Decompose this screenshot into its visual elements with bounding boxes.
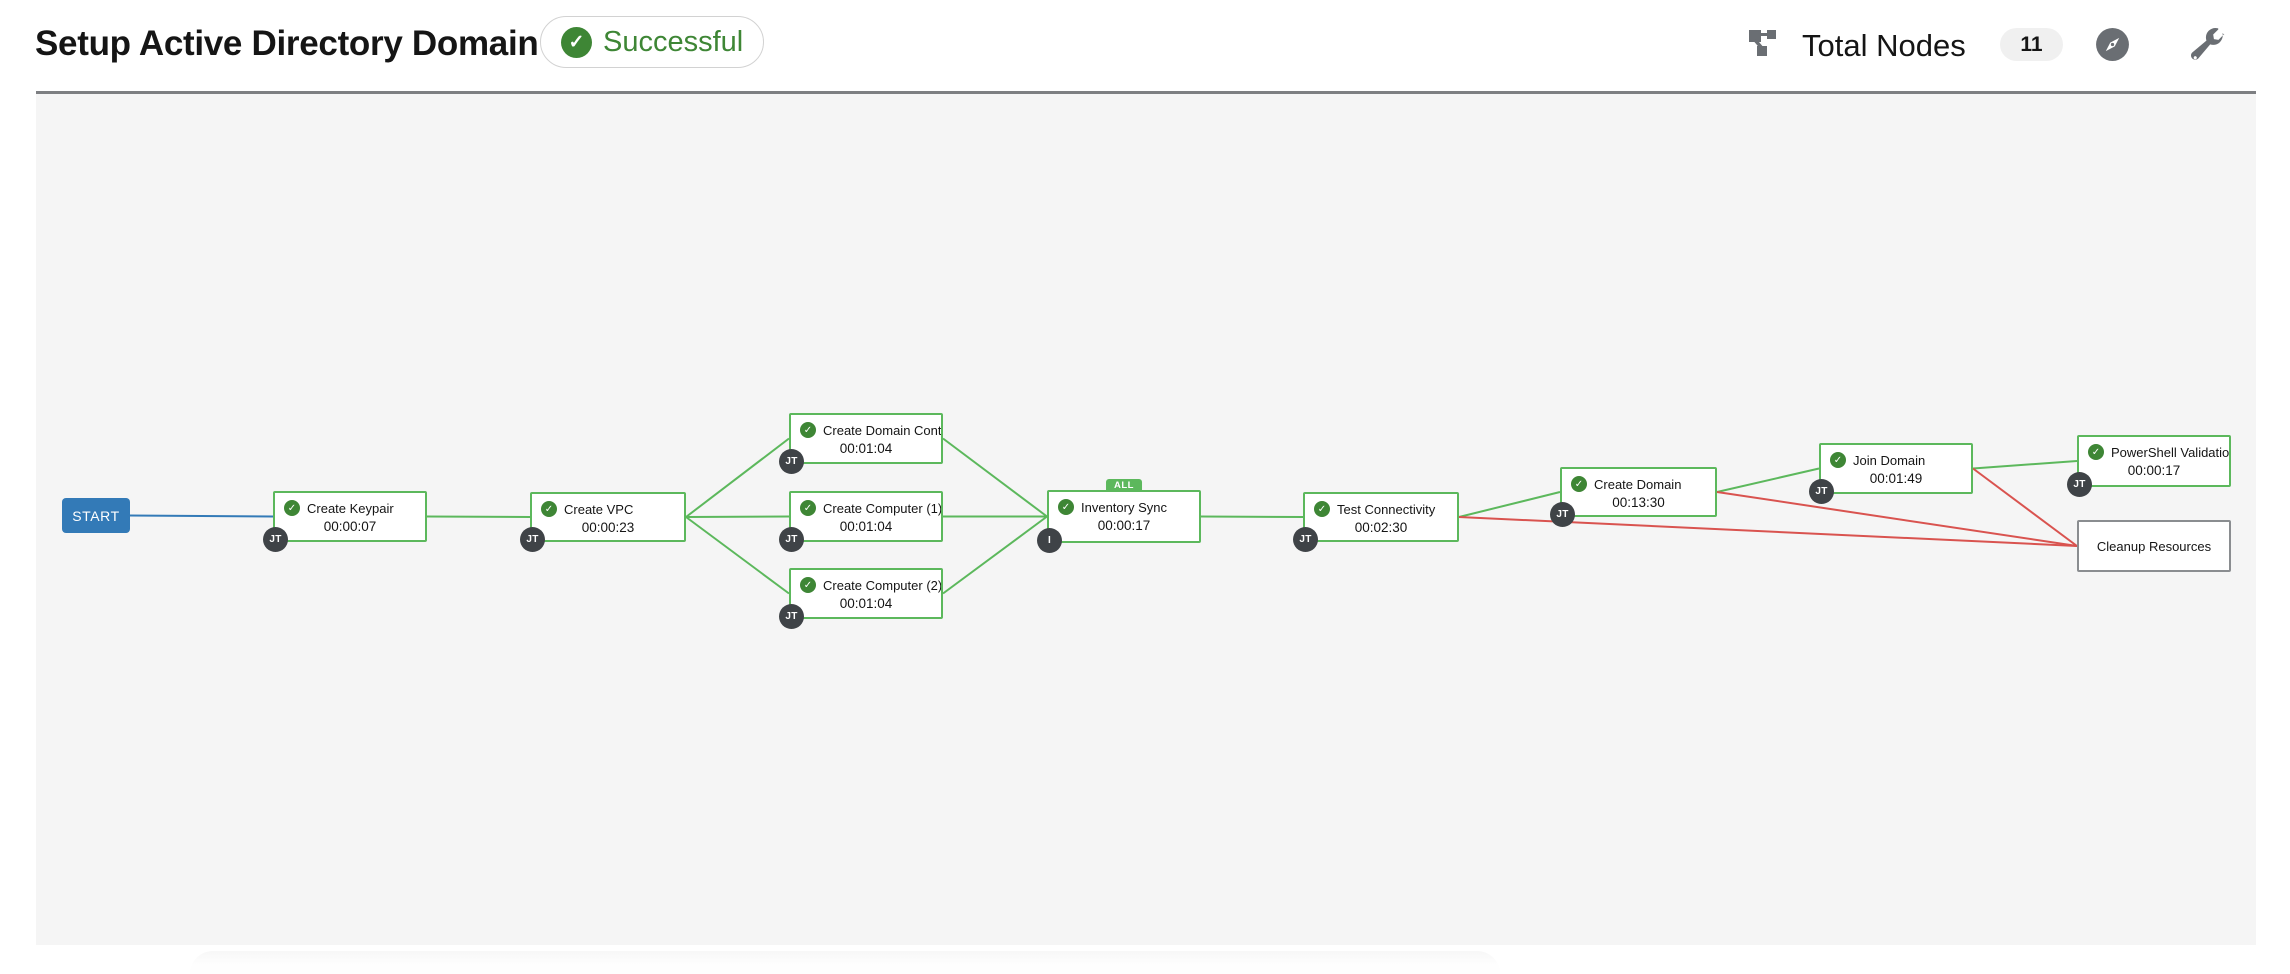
node-type-badge: JT [263, 527, 288, 552]
node-success-icon: ✓ [800, 500, 816, 516]
node-type-badge: JT [1809, 479, 1834, 504]
check-circle-icon: ✓ [561, 26, 592, 58]
total-nodes-count: 11 [2000, 28, 2063, 61]
node-label: PowerShell Validation [2111, 444, 2229, 460]
node-type-badge: JT [2067, 472, 2092, 497]
page-title: Setup Active Directory Domain [35, 24, 539, 63]
node-label: Create Domain [1594, 476, 1682, 492]
node-success-icon: ✓ [284, 500, 300, 516]
wrench-icon [2190, 28, 2225, 65]
node-type-badge: JT [779, 449, 804, 474]
bottom-panel-edge [190, 951, 1500, 974]
node-label: Inventory Sync [1081, 499, 1167, 515]
node-success-icon: ✓ [1571, 476, 1587, 492]
workflow-node-cleanup-resources[interactable]: Cleanup Resources [2077, 520, 2231, 572]
node-success-icon: ✓ [1058, 499, 1074, 515]
node-label: Create VPC [564, 501, 634, 517]
node-success-icon: ✓ [541, 501, 557, 517]
status-label: Successful [603, 25, 744, 58]
node-elapsed-time: 00:01:04 [839, 441, 893, 456]
node-success-icon: ✓ [800, 422, 816, 438]
workflow-node-test-connectivity[interactable]: ✓ Test Connectivity 00:02:30 JT [1293, 492, 1459, 552]
workflow-header: Setup Active Directory Domain ✓ Successf… [0, 0, 2290, 91]
node-type-badge: JT [1293, 527, 1318, 552]
node-elapsed-time: 00:01:04 [839, 596, 893, 611]
workflow-node-create-domain[interactable]: ✓ Create Domain 00:13:30 JT [1550, 467, 1717, 527]
node-success-icon: ✓ [1830, 452, 1846, 468]
node-type-badge: I [1037, 528, 1062, 553]
node-label: Create Keypair [307, 500, 394, 516]
convergence-all-badge: ALL [1106, 479, 1142, 492]
total-nodes-label: Total Nodes [1802, 28, 1966, 63]
workflow-node-create-vpc[interactable]: ✓ Create VPC 00:00:23 JT [520, 492, 686, 552]
node-elapsed-time: 00:00:23 [581, 520, 635, 535]
node-elapsed-time: 00:00:17 [1097, 518, 1151, 533]
node-elapsed-time: 00:13:30 [1612, 495, 1665, 510]
status-badge: ✓ Successful [540, 16, 765, 68]
node-elapsed-time: 00:01:49 [1869, 471, 1923, 486]
node-label: Create Domain Contr... [823, 422, 941, 438]
tools-wrench-button[interactable] [2190, 28, 2225, 65]
node-label: Create Computer (1) [823, 500, 941, 516]
node-type-badge: JT [520, 527, 545, 552]
node-label: Join Domain [1853, 452, 1926, 468]
node-elapsed-time: 00:00:07 [323, 519, 377, 534]
node-label: Test Connectivity [1337, 501, 1436, 517]
node-type-badge: JT [779, 604, 804, 629]
node-success-icon: ✓ [1314, 501, 1330, 517]
node-label: Create Computer (2) [823, 577, 941, 593]
node-elapsed-time: 00:00:17 [2127, 463, 2181, 478]
node-label: Cleanup Resources [2096, 538, 2212, 554]
node-type-badge: JT [1550, 502, 1575, 527]
sitemap-icon [1746, 25, 1778, 62]
legend-compass-button[interactable] [2094, 26, 2131, 66]
node-success-icon: ✓ [800, 577, 816, 593]
node-elapsed-time: 00:01:04 [839, 519, 893, 534]
node-elapsed-time: 00:02:30 [1354, 520, 1408, 535]
workflow-node-inventory-sync[interactable]: ✓ Inventory Sync 00:00:17 ALL I [1037, 479, 1201, 553]
start-node[interactable]: START [62, 498, 130, 533]
node-type-badge: JT [779, 527, 804, 552]
compass-icon [2094, 28, 2131, 66]
node-success-icon: ✓ [2088, 444, 2104, 460]
